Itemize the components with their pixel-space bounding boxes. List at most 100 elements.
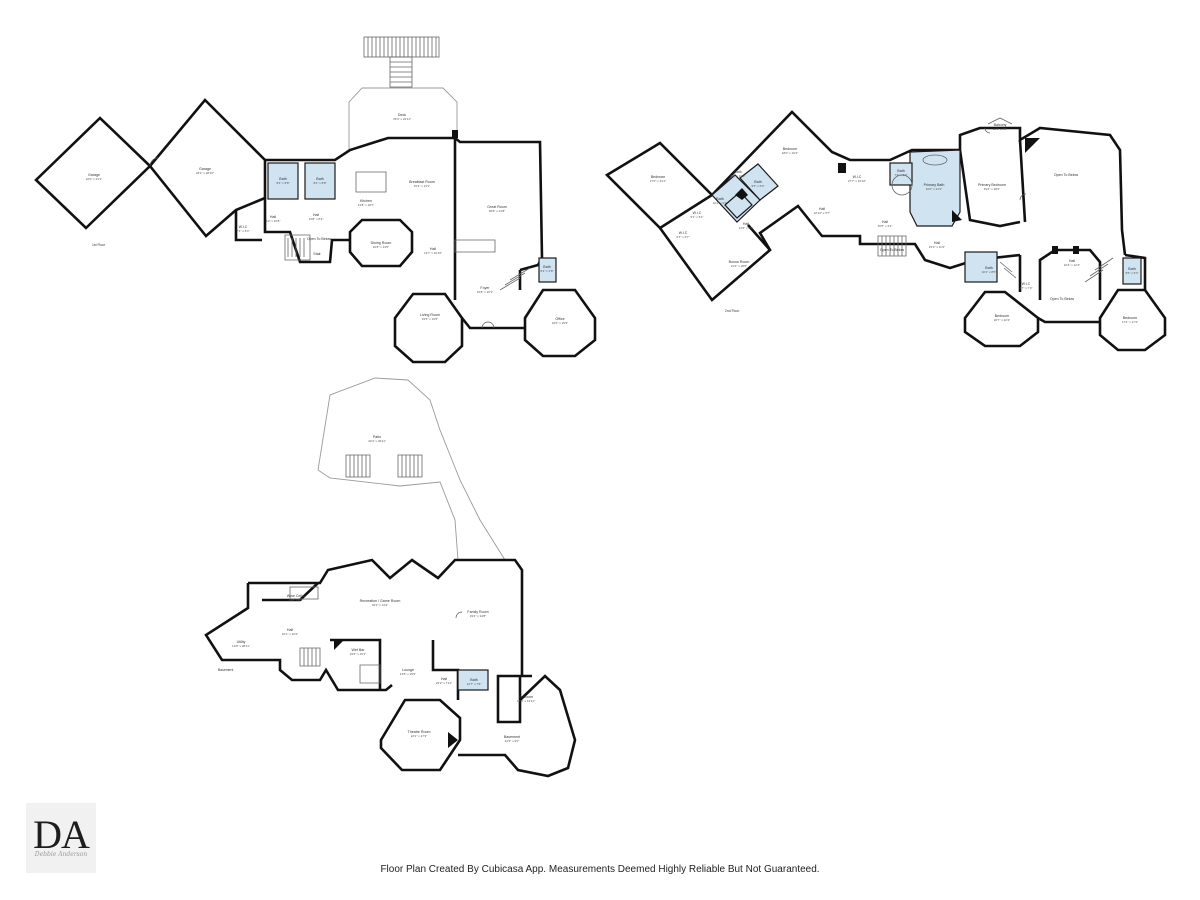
second-bath-d-label: Bath <box>897 169 904 173</box>
first-deck-dim: 36'4" x 22'11" <box>393 117 411 121</box>
basement-theatre-label: Theatre Room <box>408 730 431 734</box>
second-bed-d-dim: 17'4" x 17'2" <box>1122 320 1138 324</box>
first-bath-c-label: Bath <box>543 265 550 269</box>
second-wic-c-label: W.I.C <box>853 175 862 179</box>
basement-hall-a-label: Hall <box>287 628 293 632</box>
basement-bath-dim: 12'7" x 7'6" <box>467 682 482 686</box>
first-hall-a-label: Hall <box>270 215 276 219</box>
basement-wet-bar-label: Wet Bar <box>352 648 366 652</box>
second-bed-c-label: Bedroom <box>995 314 1010 318</box>
basement-wine-dim: 13'8" x 6'1" <box>289 598 304 602</box>
first-dining-label: Dining Room <box>371 241 392 245</box>
basement-lounge-label: Lounge <box>402 668 414 672</box>
first-office-dim: 16'0" x 15'9" <box>552 321 568 325</box>
basement-theatre-dim: 22'2" x 17'3" <box>411 734 427 738</box>
first-bath-b-dim: 8'4" x 8'8" <box>313 181 326 185</box>
first-hall-c-label: Hall <box>430 247 436 251</box>
basement-room-label: Basement <box>504 735 520 739</box>
second-primary-bed-label: Primary Bedroom <box>978 183 1006 187</box>
second-hall-e-label: Hall <box>1069 259 1075 263</box>
second-bed-d-label: Bedroom <box>1123 316 1138 320</box>
basement-patio-label: Patio <box>373 435 381 439</box>
basement-bath-label: Bath <box>470 678 477 682</box>
second-wic-a-label: W.I.C <box>679 231 688 235</box>
second-bed-b-dim: 18'0" x 16'2" <box>782 151 798 155</box>
second-bonus-label: Bonus Room <box>729 260 750 264</box>
second-bonus-dim: 21'2" x 18'6" <box>731 264 747 268</box>
second-primary-bath-dim: 16'0" x 21'2" <box>926 187 942 191</box>
first-garage-b-label: Garage <box>199 167 211 171</box>
first-hall-b-dim: 13'8" x 8'3" <box>309 217 324 221</box>
second-bath-c-label: Bath <box>734 170 741 174</box>
second-bed-c-dim: 20'7" x 22'4" <box>994 318 1010 322</box>
basement-lounge-dim: 13'8" x 25'0" <box>400 672 416 676</box>
basement-hall-a-dim: 16'1" x 10'2" <box>282 632 298 636</box>
second-open-a-label: Open To Below <box>1054 173 1079 177</box>
first-breakfast-dim: 15'4" x 13'1" <box>414 184 430 188</box>
second-bed-a-label: Bedroom <box>651 175 666 179</box>
second-hall-c-dim: 16'5" x 3'4" <box>878 224 893 228</box>
first-garage-a-label: Garage <box>88 173 100 177</box>
second-hall-d-dim: 15'2" x 11'9" <box>929 245 945 249</box>
basement-recreation-dim: 34'2" x 13'4" <box>372 603 388 607</box>
first-floor-title: 1st Floor <box>92 243 106 247</box>
second-bath-e-label: Bath <box>985 266 992 270</box>
first-hall-b-label: Hall <box>313 213 319 217</box>
second-hall-b-label: Hall <box>819 207 825 211</box>
second-wic-b-label: W.I.C <box>693 211 702 215</box>
second-hall-c-label: Hall <box>882 220 888 224</box>
basement-wet-bar-dim: 19'6" x 15'1" <box>350 652 366 656</box>
basement-utility-label: Utility <box>237 640 246 644</box>
first-great-room-dim: 30'8" x 21'8" <box>489 209 505 213</box>
brand-logo: DA Debbie Anderson <box>26 803 96 873</box>
second-balcony-label: Balcony <box>994 123 1007 127</box>
basement-bedroom-label: Bedroom <box>519 695 534 699</box>
basement-hall-b-dim: 23'2" x 7'11" <box>436 681 452 685</box>
first-wic-dim: 7'1" x 6'4" <box>236 229 249 233</box>
basement-family-dim: 33'4" x 34'8" <box>470 614 486 618</box>
second-wic-d-label: W.I.C <box>1022 282 1031 286</box>
first-living-dim: 19'5" x 19'5" <box>422 317 438 321</box>
basement-room-dim: 34'3" x 9'0" <box>505 739 520 743</box>
second-wic-b-dim: 5'1" x 5'1" <box>690 215 703 219</box>
second-bed-b-label: Bedroom <box>783 147 798 151</box>
first-bath-a-label: Bath <box>279 177 286 181</box>
first-stair-label: Stair <box>313 252 321 256</box>
second-bath-f-label: Bath <box>1128 267 1135 271</box>
footer-disclaimer: Floor Plan Created By Cubicasa App. Meas… <box>380 864 820 875</box>
first-dining-dim: 16'8" x 13'5" <box>373 245 389 249</box>
first-floor-plan: Garage 22'0" x 21'1" Garage 26'1" x 28'1… <box>34 36 597 364</box>
second-bath-e-dim: 10'1" x 8'5" <box>982 270 997 274</box>
second-primary-bath-label: Primary Bath <box>924 183 945 187</box>
second-primary-bed-dim: 19'4" x 28'2" <box>984 187 1000 191</box>
basement-bedroom-dim: 16'5" x 13'11" <box>517 699 535 703</box>
first-bath-b-label: Bath <box>316 177 323 181</box>
basement-patio-dim: 40'4" x 46'11" <box>368 439 386 443</box>
second-wic-c-dim: 27'7" x 16'10" <box>848 179 866 183</box>
basement-floor-title: Basement <box>218 668 233 672</box>
second-floor-title: 2nd Floor <box>725 309 740 313</box>
second-stair-label: Open To Below <box>880 248 905 252</box>
second-hall-e-dim: 16'4" x 12'4" <box>1064 263 1080 267</box>
first-deck-label: Deck <box>398 113 406 117</box>
second-bath-a-dim: 12'4" x 9'2" <box>713 201 728 205</box>
first-living-label: Living Room <box>420 313 440 317</box>
second-bath-c-dim: 8'0" x 10'6" <box>731 174 746 178</box>
first-open-below-label: Open To Below <box>307 237 332 241</box>
first-foyer-dim: 16'8" x 20'1" <box>477 290 493 294</box>
logo-monogram: DA <box>33 812 90 857</box>
first-garage-b-dim: 26'1" x 28'10" <box>196 171 214 175</box>
first-foyer-label: Foyer <box>480 286 490 290</box>
basement-wine-label: Wine Cellar <box>287 594 306 598</box>
basement-hall-b-label: Hall <box>441 677 447 681</box>
basement-recreation-label: Recreation / Game Room <box>360 599 401 603</box>
second-bath-b-dim: 9'5" x 6'3" <box>751 184 764 188</box>
second-hall-a-label: Hall <box>743 222 749 226</box>
second-wic-a-dim: 6'1" x 6'7" <box>676 235 689 239</box>
second-hall-a-dim: 13'3" x 6'6" <box>739 226 754 230</box>
basement-utility-dim: 19'9" x 28'11" <box>232 644 250 648</box>
first-office-label: Office <box>555 317 564 321</box>
second-bath-f-dim: 9'5" x 6'4" <box>1125 271 1138 275</box>
second-bed-a-dim: 17'0" x 21'1" <box>650 179 666 183</box>
